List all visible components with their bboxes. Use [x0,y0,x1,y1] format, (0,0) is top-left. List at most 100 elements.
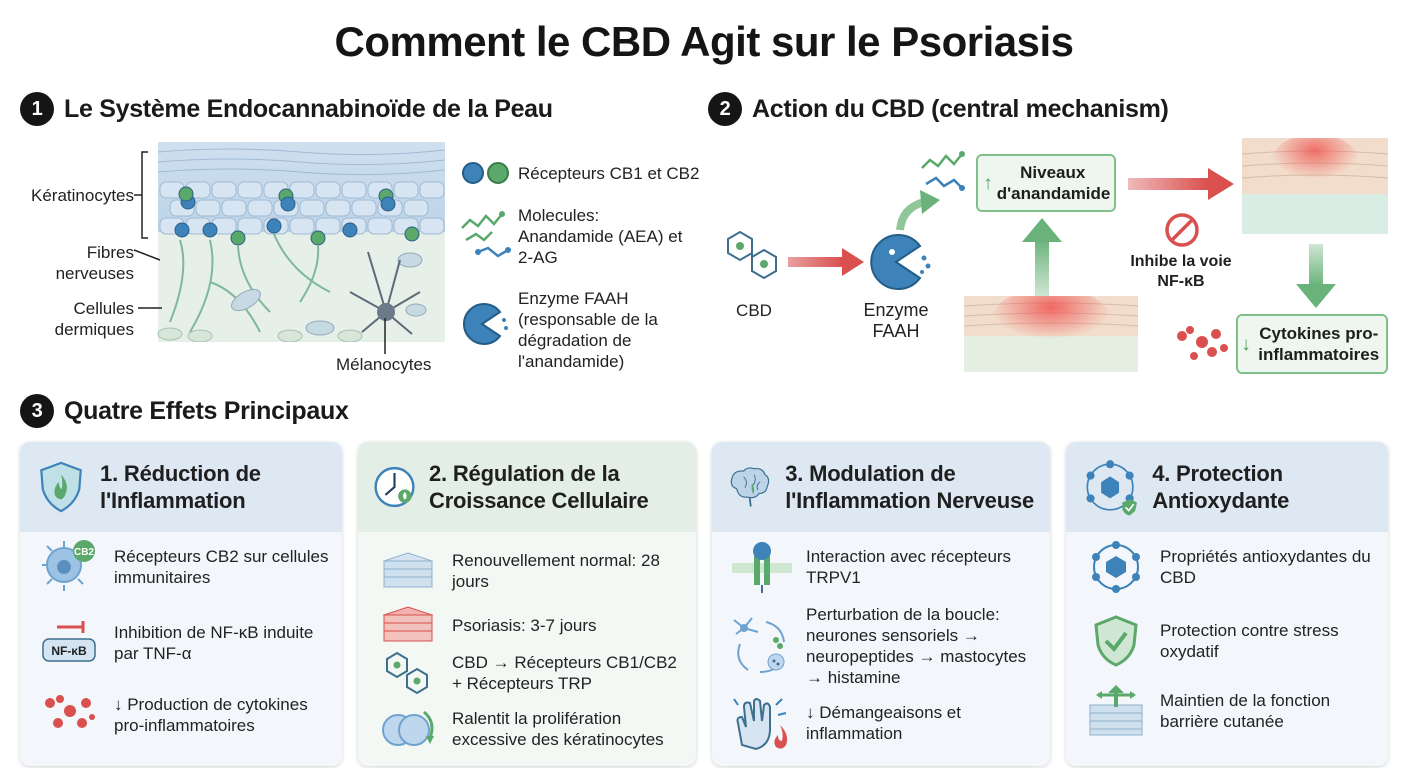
card-cell-growth: 2. Régulation de la Croissance Cellulair… [358,442,696,766]
immune-cell-icon: CB2 [42,540,95,591]
card4-title: 4. Protection Antioxydante [1152,461,1290,513]
trpv1-receptor-icon [732,542,792,593]
cytokines-particles-icon [1177,326,1228,360]
niveaux-anandamide-text: Niveaux d'anandamide [996,163,1111,203]
section2-heading: 2 Action du CBD (central mechanism) [708,92,1169,126]
card1-item1-text: Récepteurs CB2 sur cellules immunitaires [114,547,329,587]
card2-item3-text: CBD → Récepteurs CB1/CB2 + Récepteurs TR… [452,653,677,693]
card-inflammation: 1. Réduction de l'Inflammation CB2 Récep… [20,442,342,766]
inhibit-symbol-icon [1165,213,1199,247]
skin-reduced-inflammation-illustration [1242,138,1388,234]
card2-item3: CBD → Récepteurs CB1/CB2 + Récepteurs TR… [376,648,686,698]
brain-icon [730,467,770,507]
card1-header: 1. Réduction de l'Inflammation [20,442,342,532]
card1-item2: NF-κB Inhibition de NF-κB induite par TN… [38,618,332,668]
receptors-icon [462,162,509,184]
label-cellules-dermiques: Cellules dermiques [54,299,134,339]
legend-molecules-text: Molecules: Anandamide (AEA) et 2-AG [518,206,683,267]
section3-title: Quatre Effets Principaux [64,396,349,425]
label-keratinocytes: Kératinocytes [31,186,134,205]
itch-hand-icon [733,698,788,751]
card4-item3-text: Maintien de la fonction barrière cutanée [1160,691,1331,731]
label-leader-lines [133,151,162,309]
card4-item1-text: Propriétés antioxydantes du CBD [1160,547,1371,587]
card3-item1-text: Interaction avec récepteurs TRPV1 [806,547,1012,587]
card3-item3-text: ↓ Démangeaisons et inflammation [806,703,961,743]
green-arrow-down [1296,244,1336,308]
psoriasis-skin-icon [382,606,434,642]
card4-item3: Maintien de la fonction barrière cutanée [1084,685,1378,736]
cytokines-box: ↓ Cytokines pro-inflammatoires [1236,314,1388,374]
cytokines-text: Cytokines pro-inflammatoires [1258,324,1380,364]
card4-item1: Propriétés antioxydantes du CBD [1084,541,1378,593]
section3-number-badge: 3 [20,394,54,428]
card2-item2-text: Psoriasis: 3-7 jours [452,615,597,635]
section3-heading: 3 Quatre Effets Principaux [20,394,349,428]
nfkb-inhibition-icon: NF-κB [42,621,96,662]
card2-item4-text: Ralentit la prolifération excessive des … [452,709,664,749]
page-title: Comment le CBD Agit sur le Psoriasis [334,18,1074,65]
neuron-loop-icon [733,617,785,673]
card4-header: 4. Protection Antioxydante [1066,442,1388,532]
antioxidant-network-icon [1086,460,1137,516]
section1-title: Le Système Endocannabinoïde de la Peau [64,94,553,123]
label-melanocytes: Mélanocytes [336,355,432,374]
card3-item2-text: Perturbation de la boucle: neurones sens… [806,605,1027,687]
card2-title: 2. Régulation de la Croissance Cellulair… [429,461,649,513]
card4-item2: Protection contre stress oxydatif [1084,615,1378,667]
card1-title: 1. Réduction de l'Inflammation [100,461,261,513]
card-antioxidant: 4. Protection Antioxydante Propriétés an… [1066,442,1388,766]
card1-item2-text: Inhibition de NF-κB induite par TNF-α [114,623,314,663]
card3-item3: ↓ Démangeaisons et inflammation [730,698,1040,751]
molecules-icon [461,211,511,258]
section1-heading: 1 Le Système Endocannabinoïde de la Peau [20,92,553,126]
card-nerve-inflammation: 3. Modulation de l'Inflammation Nerveuse… [712,442,1050,766]
shield-check-icon [1094,615,1138,667]
down-arrow-icon: ↓ [1241,333,1251,355]
card2-header: 2. Régulation de la Croissance Cellulair… [358,442,696,532]
green-arrow-skin-to-niveaux [1022,218,1062,296]
inhibe-nfkb-text: Inhibe la voie NF-κB [1130,253,1232,290]
enzyme-faah-pacman-icon [870,234,931,290]
normal-skin-icon [382,552,434,588]
skin-cross-section-illustration [157,142,445,342]
card2-item1: Renouvellement normal: 28 jours [376,546,686,596]
clock-icon [374,466,415,508]
nfkb-badge: NF-κB [51,644,87,658]
legend-enzyme-text: Enzyme FAAH (responsable de la dégradati… [518,289,658,371]
green-arrow-to-molecules [896,190,940,231]
shield-flame-icon [40,461,82,513]
card2-item2: Psoriasis: 3-7 jours [376,600,686,650]
card2-item1-text: Renouvellement normal: 28 jours [452,551,660,591]
cb2-badge: CB2 [74,547,94,558]
cytokines-icon [45,695,95,728]
niveaux-anandamide-box: ↑ Niveaux d'anandamide [976,154,1116,212]
legend-receptors-text: Récepteurs CB1 et CB2 [518,164,700,183]
label-fibres-nerveuses: Fibres nerveuses [55,243,134,283]
card3-header: 3. Modulation de l'Inflammation Nerveuse [712,442,1050,532]
enzyme-faah-label: Enzyme FAAH [863,300,929,341]
inflamed-skin-illustration [964,296,1138,372]
cbd-molecule-small-icon [386,651,428,695]
card2-item4: Ralentit la prolifération excessive des … [376,704,686,754]
up-arrow-icon: ↑ [983,172,993,194]
cbd-label: CBD [736,301,772,320]
section2-number-badge: 2 [708,92,742,126]
red-arrow-to-skin [1128,168,1234,200]
skin-barrier-icon [1089,685,1143,736]
antioxidant-molecule-icon [1092,541,1140,593]
section1-number-badge: 1 [20,92,54,126]
section2-title: Action du CBD (central mechanism) [752,94,1169,123]
card4-item2-text: Protection contre stress oxydatif [1160,621,1339,661]
melanocyte-leader-line [384,318,386,354]
anandamide-molecules-icon [921,151,965,191]
card3-title: 3. Modulation de l'Inflammation Nerveuse [785,461,1035,513]
cbd-molecule-icon [727,230,777,280]
red-arrow-cbd-to-enzyme [788,248,864,276]
enzyme-faah-icon [463,303,508,345]
cell-division-icon [382,710,434,746]
card1-item3: ↓ Production de cytokines pro-inflammato… [38,690,332,740]
card1-item1: CB2 Récepteurs CB2 sur cellules immunita… [38,540,332,592]
card1-item3-text: ↓ Production de cytokines pro-inflammato… [114,695,308,735]
card3-item2: Perturbation de la boucle: neurones sens… [730,604,1040,688]
